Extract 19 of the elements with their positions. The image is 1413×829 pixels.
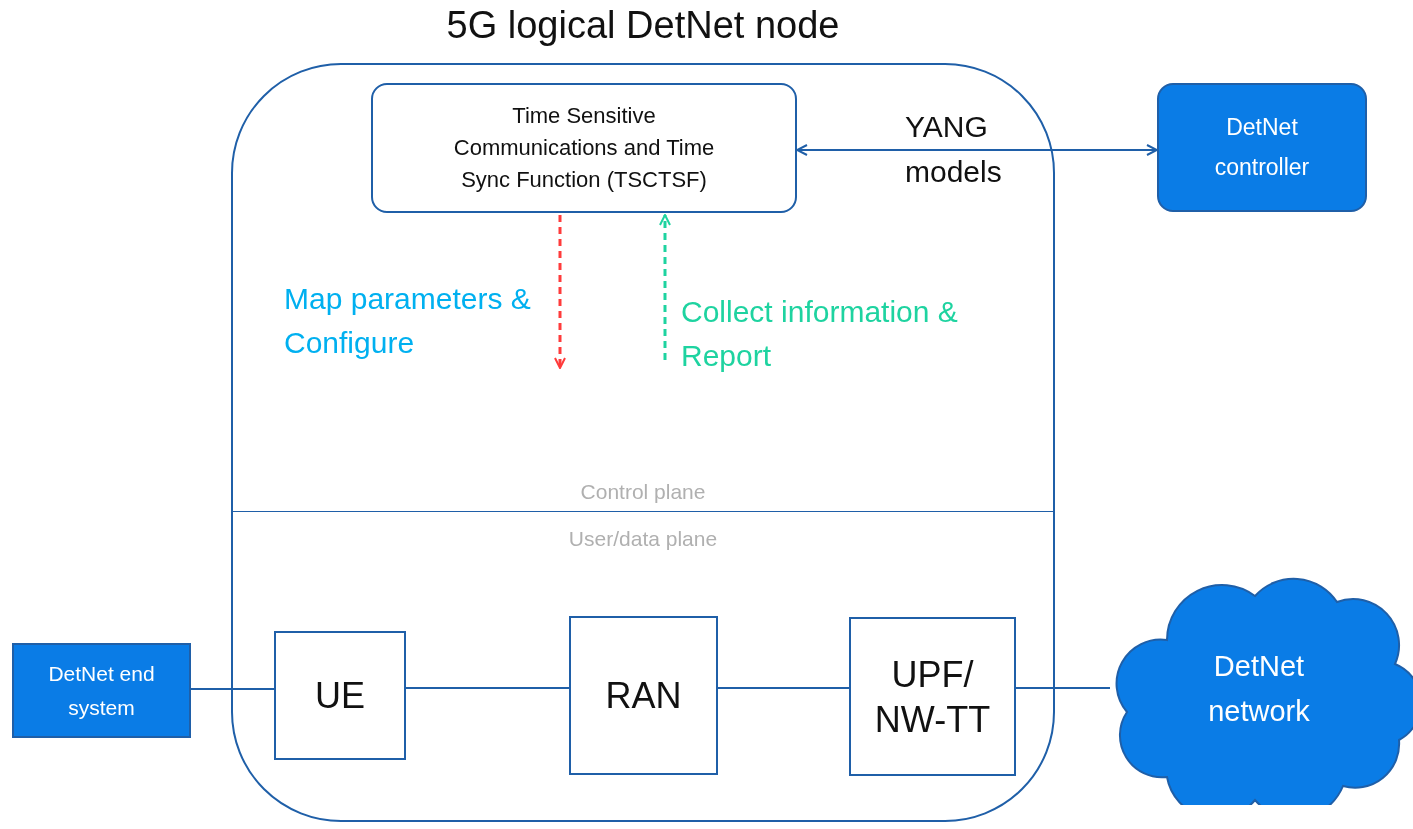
connector-line xyxy=(405,687,570,689)
arrow xyxy=(554,215,566,369)
edge-label: Collect information & Report xyxy=(681,294,959,374)
node-title: 5G logical DetNet node xyxy=(445,4,841,47)
function-box: Time Sensitive Communications and Time Sync Function (TSCTSF) xyxy=(371,83,797,213)
edge-label: YANG models xyxy=(905,109,1003,190)
end-system-box: DetNet end system xyxy=(12,643,191,738)
connector-line xyxy=(1015,687,1111,689)
component-box: UPF/ NW-TT xyxy=(849,617,1016,776)
arrow xyxy=(796,144,1158,156)
component-box: RAN xyxy=(569,616,718,775)
plane-label: Control plane xyxy=(579,480,707,504)
plane-label: User/data plane xyxy=(567,527,719,551)
edge-label: Map parameters & Configure xyxy=(284,281,532,361)
arrow xyxy=(659,214,671,360)
component-box: UE xyxy=(274,631,406,760)
controller-box: DetNet controller xyxy=(1157,83,1367,212)
connector-line xyxy=(190,688,275,690)
connector-line xyxy=(717,687,850,689)
